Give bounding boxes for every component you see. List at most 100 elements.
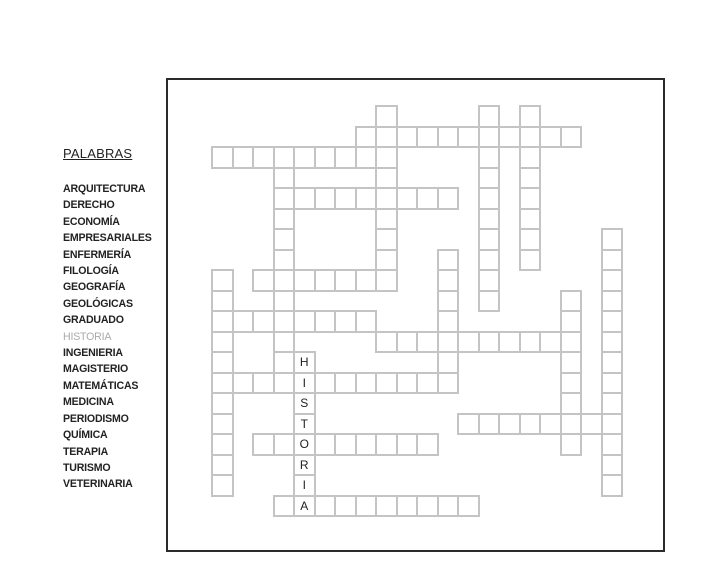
crossword-cell[interactable] (518, 187, 541, 210)
crossword-cell[interactable] (498, 412, 521, 435)
crossword-cell[interactable] (457, 125, 480, 148)
crossword-cell[interactable] (518, 412, 541, 435)
crossword-cell[interactable] (211, 412, 234, 435)
crossword-cell[interactable] (416, 125, 439, 148)
crossword-cell[interactable] (272, 494, 295, 517)
crossword-cell[interactable] (436, 269, 459, 292)
crossword-cell[interactable] (375, 494, 398, 517)
crossword-cell[interactable] (252, 371, 275, 394)
crossword-cell[interactable] (395, 125, 418, 148)
crossword-cell[interactable] (375, 146, 398, 169)
crossword-cell[interactable] (354, 269, 377, 292)
crossword-cell[interactable] (211, 351, 234, 374)
crossword-cell[interactable] (600, 289, 623, 312)
crossword-cell[interactable] (375, 125, 398, 148)
crossword-cell[interactable] (375, 105, 398, 128)
crossword-cell[interactable] (436, 187, 459, 210)
crossword-cell[interactable] (272, 146, 295, 169)
crossword-cell[interactable] (436, 371, 459, 394)
crossword-cell[interactable] (436, 248, 459, 271)
crossword-cell[interactable] (559, 351, 582, 374)
crossword-cell[interactable] (313, 187, 336, 210)
crossword-cell[interactable] (375, 248, 398, 271)
crossword-cell[interactable] (375, 207, 398, 230)
crossword-cell[interactable] (272, 248, 295, 271)
crossword-cell-filled[interactable]: I (293, 371, 316, 394)
crossword-cell[interactable] (354, 371, 377, 394)
crossword-cell[interactable] (416, 494, 439, 517)
crossword-cell[interactable] (272, 371, 295, 394)
crossword-cell[interactable] (600, 412, 623, 435)
crossword-cell[interactable] (559, 289, 582, 312)
crossword-cell[interactable] (477, 125, 500, 148)
crossword-cell[interactable] (272, 166, 295, 189)
crossword-cell[interactable] (580, 412, 603, 435)
crossword-cell[interactable] (539, 330, 562, 353)
crossword-cell[interactable] (600, 310, 623, 333)
crossword-cell[interactable] (416, 433, 439, 456)
crossword-cell[interactable] (231, 146, 254, 169)
crossword-cell[interactable] (252, 269, 275, 292)
crossword-cell[interactable] (559, 371, 582, 394)
crossword-cell[interactable] (395, 371, 418, 394)
crossword-cell[interactable] (211, 330, 234, 353)
crossword-cell[interactable] (518, 228, 541, 251)
crossword-cell[interactable] (518, 207, 541, 230)
crossword-cell[interactable] (293, 146, 316, 169)
crossword-cell[interactable] (272, 207, 295, 230)
crossword-cell[interactable] (395, 330, 418, 353)
crossword-cell[interactable] (272, 330, 295, 353)
crossword-cell[interactable] (600, 433, 623, 456)
crossword-cell[interactable] (211, 310, 234, 333)
crossword-cell[interactable] (272, 289, 295, 312)
crossword-cell[interactable] (211, 289, 234, 312)
crossword-cell[interactable] (477, 187, 500, 210)
crossword-cell[interactable] (211, 269, 234, 292)
crossword-cell[interactable] (354, 125, 377, 148)
crossword-cell[interactable] (354, 433, 377, 456)
crossword-cell[interactable] (559, 433, 582, 456)
crossword-cell[interactable] (600, 474, 623, 497)
crossword-cell[interactable] (436, 289, 459, 312)
crossword-cell[interactable] (375, 371, 398, 394)
crossword-cell[interactable] (272, 228, 295, 251)
crossword-cell[interactable] (375, 330, 398, 353)
crossword-cell[interactable] (375, 228, 398, 251)
crossword-cell-filled[interactable]: R (293, 453, 316, 476)
crossword-cell[interactable] (313, 433, 336, 456)
crossword-cell[interactable] (211, 474, 234, 497)
crossword-cell-filled[interactable]: A (293, 494, 316, 517)
crossword-cell[interactable] (518, 330, 541, 353)
crossword-cell[interactable] (600, 371, 623, 394)
crossword-cell[interactable] (477, 228, 500, 251)
crossword-cell[interactable] (211, 371, 234, 394)
crossword-cell[interactable] (375, 187, 398, 210)
crossword-cell[interactable] (211, 453, 234, 476)
crossword-cell[interactable] (272, 351, 295, 374)
crossword-cell[interactable] (477, 330, 500, 353)
crossword-cell[interactable] (272, 187, 295, 210)
crossword-cell[interactable] (313, 371, 336, 394)
crossword-cell[interactable] (436, 310, 459, 333)
crossword-cell[interactable] (559, 310, 582, 333)
crossword-cell[interactable] (395, 494, 418, 517)
crossword-cell[interactable] (498, 125, 521, 148)
crossword-cell[interactable] (334, 494, 357, 517)
crossword-cell[interactable] (518, 146, 541, 169)
crossword-cell[interactable] (334, 433, 357, 456)
crossword-cell[interactable] (395, 433, 418, 456)
crossword-cell[interactable] (600, 330, 623, 353)
crossword-cell[interactable] (252, 146, 275, 169)
crossword-cell[interactable] (211, 146, 234, 169)
crossword-cell[interactable] (354, 310, 377, 333)
crossword-cell[interactable] (436, 494, 459, 517)
crossword-cell[interactable] (436, 125, 459, 148)
crossword-cell[interactable] (416, 187, 439, 210)
crossword-cell[interactable] (600, 269, 623, 292)
crossword-cell[interactable] (477, 412, 500, 435)
crossword-cell[interactable] (416, 330, 439, 353)
crossword-cell[interactable] (600, 228, 623, 251)
crossword-cell[interactable] (559, 125, 582, 148)
crossword-cell[interactable] (354, 494, 377, 517)
crossword-cell[interactable] (518, 166, 541, 189)
